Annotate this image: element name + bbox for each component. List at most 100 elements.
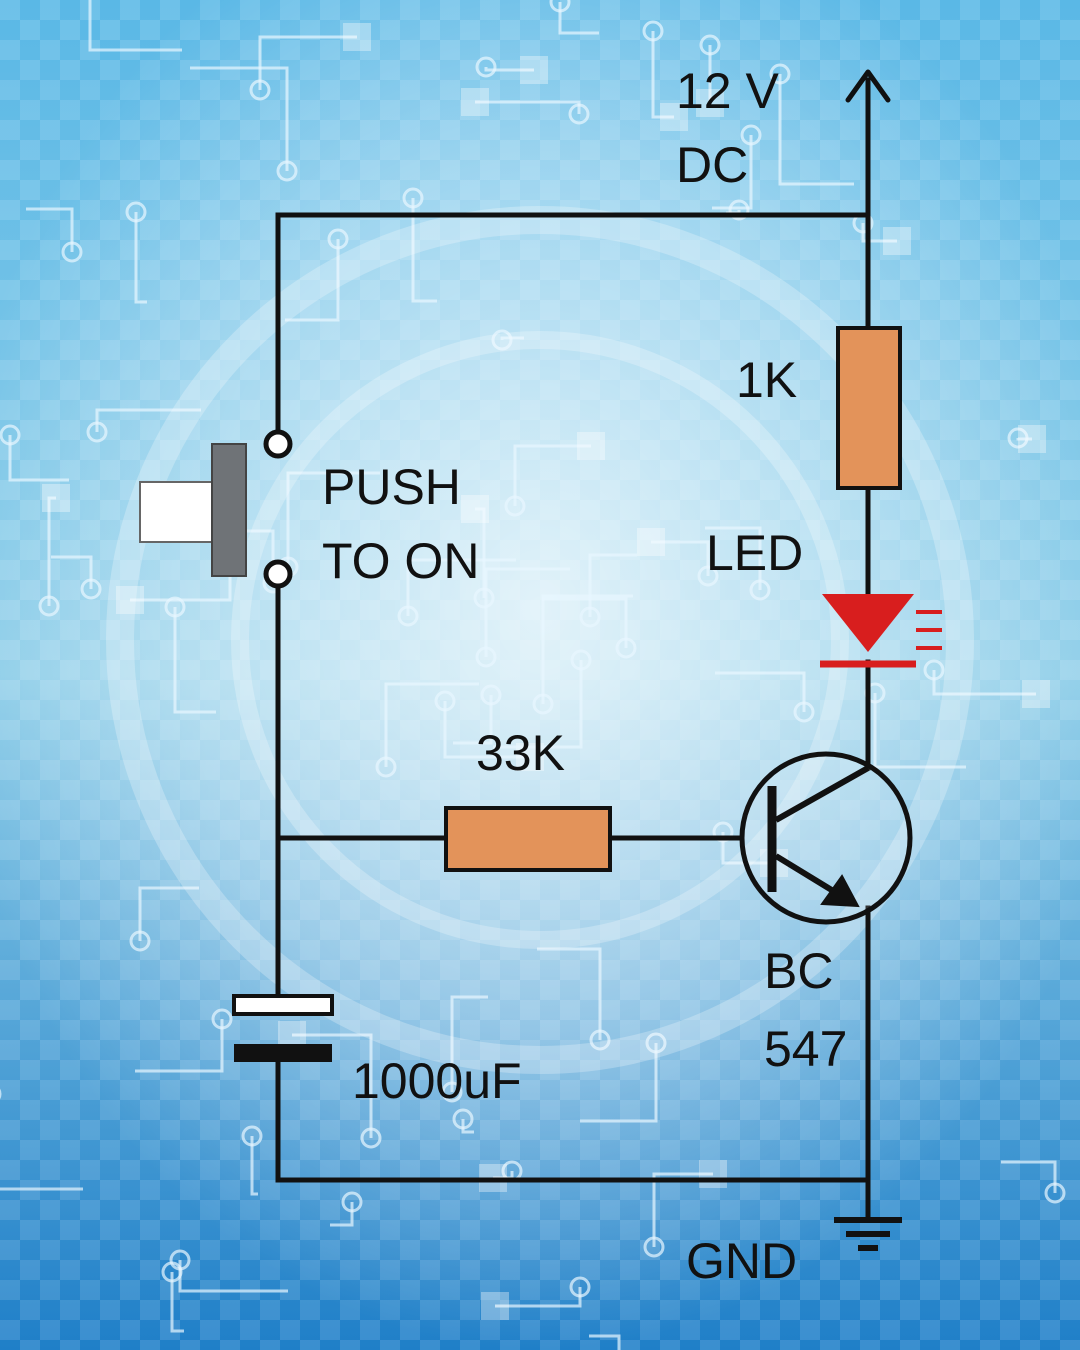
ground-icon xyxy=(834,1217,902,1251)
background-pad xyxy=(473,587,495,609)
watermark-logo xyxy=(106,206,974,1074)
background-chip xyxy=(481,1292,509,1320)
background-pad xyxy=(712,821,734,843)
switch-contact-top xyxy=(263,429,293,459)
background-pad xyxy=(480,684,502,706)
background-pad xyxy=(728,199,750,221)
background-pad xyxy=(1044,1182,1066,1204)
background-pad xyxy=(360,1127,382,1149)
background-pad xyxy=(327,228,349,250)
background-pad xyxy=(589,1029,611,1051)
background-pad xyxy=(740,124,762,146)
background-pad xyxy=(568,103,590,125)
background-chip xyxy=(42,484,70,512)
npn-transistor-icon xyxy=(739,751,913,925)
background-trace xyxy=(170,1272,184,1333)
background-trace xyxy=(138,886,199,941)
background-chip xyxy=(461,495,489,523)
background-trace xyxy=(450,995,488,1092)
background-trace xyxy=(0,1187,83,1191)
background-pad xyxy=(615,637,637,659)
background-trace xyxy=(861,223,897,243)
background-trace xyxy=(651,31,674,119)
background-pad xyxy=(441,1081,463,1103)
background-pad xyxy=(276,160,298,182)
r2-value-label: 33K xyxy=(476,725,565,781)
background-trace xyxy=(134,212,147,304)
background-trace xyxy=(173,607,216,714)
resistor-r2 xyxy=(444,806,612,872)
switch-contact-bottom xyxy=(263,559,293,589)
background-trace xyxy=(258,35,357,90)
background-pad xyxy=(504,495,526,517)
background-chip xyxy=(883,227,911,255)
background-pad xyxy=(793,701,815,723)
background-trace xyxy=(651,540,710,576)
push-button-switch xyxy=(139,429,293,589)
background-trace xyxy=(580,1043,658,1123)
background-pad xyxy=(699,34,721,56)
background-pad xyxy=(375,756,397,778)
background-trace xyxy=(513,444,591,506)
background-pad xyxy=(434,690,456,712)
ground-label: GND xyxy=(686,1233,798,1289)
background-chip xyxy=(660,103,688,131)
background-trace xyxy=(484,567,570,657)
transistor-label-line2: 547 xyxy=(764,1021,848,1077)
led-icon xyxy=(820,594,942,668)
background-trace xyxy=(652,1172,713,1247)
background-trace xyxy=(26,207,74,252)
led-label: LED xyxy=(706,525,804,581)
background-pad xyxy=(697,565,719,587)
background-trace xyxy=(541,594,633,704)
background-trace xyxy=(411,198,437,303)
background-trace xyxy=(500,336,524,340)
background-pad xyxy=(475,56,497,78)
switch-label-line1: PUSH xyxy=(322,459,461,515)
background-pad xyxy=(61,241,83,263)
background-chip xyxy=(696,89,724,117)
background-pad xyxy=(475,646,497,668)
background-trace xyxy=(493,660,583,749)
background-trace xyxy=(8,435,69,482)
background-chip xyxy=(699,1160,727,1188)
background-chip xyxy=(577,432,605,460)
background-trace xyxy=(88,0,182,52)
background-trace xyxy=(406,558,516,616)
background-pad xyxy=(452,1108,474,1130)
background-trace xyxy=(461,1119,474,1134)
background-trace xyxy=(589,1334,621,1350)
background-pad xyxy=(125,201,147,223)
supply-voltage-label: 12 V xyxy=(676,63,779,119)
background-trace xyxy=(715,671,806,712)
background-trace xyxy=(712,135,753,210)
background-pad xyxy=(249,79,271,101)
background-pad xyxy=(642,20,664,42)
background-chip xyxy=(343,23,371,51)
background-trace xyxy=(542,597,628,648)
background-trace xyxy=(285,239,340,322)
background-pad xyxy=(749,579,771,601)
background-pad xyxy=(532,693,554,715)
background-trace xyxy=(135,1019,224,1073)
capacitor-value-label: 1000uF xyxy=(352,1053,522,1109)
background-pad xyxy=(0,424,21,446)
background-trace xyxy=(537,947,602,1040)
background-pad xyxy=(169,1249,191,1271)
capacitor-icon xyxy=(232,994,334,1062)
background-trace xyxy=(384,682,479,767)
background-pad xyxy=(86,421,108,443)
background-trace xyxy=(495,1287,582,1308)
background-chip xyxy=(116,586,144,614)
background-trace xyxy=(51,555,93,589)
r1-value-label: 1K xyxy=(736,352,798,408)
background-pad xyxy=(211,1008,233,1030)
background-pad xyxy=(164,596,186,618)
switch-button xyxy=(211,443,247,577)
background-trace xyxy=(190,66,289,171)
resistor-r1 xyxy=(836,326,902,490)
background-trace xyxy=(286,471,380,567)
background-pad xyxy=(645,1032,667,1054)
